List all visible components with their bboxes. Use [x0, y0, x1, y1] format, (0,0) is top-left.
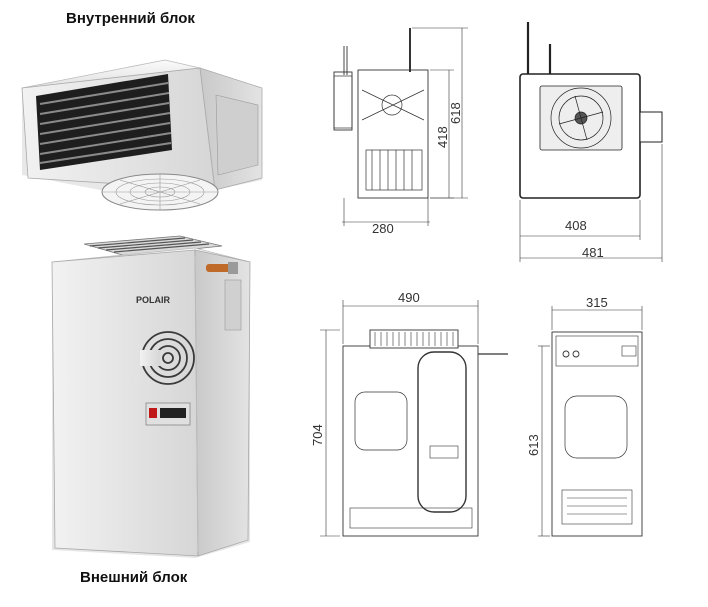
dim-indoor-side-depth: 280: [372, 221, 394, 236]
dim-outdoor-side-height: 613: [526, 434, 541, 456]
dim-indoor-front-width: 408: [565, 218, 587, 233]
brand-logo: POLAIR: [136, 295, 171, 305]
fan-grille-icon: [101, 173, 219, 211]
indoor-unit-photo: [21, 59, 263, 211]
dim-indoor-total-height: 618: [448, 102, 463, 124]
indoor-side-drawing: [333, 27, 468, 226]
outdoor-unit-label: Внешний блок: [80, 569, 188, 586]
outdoor-front-drawing: [320, 300, 508, 537]
outdoor-side-drawing: [538, 306, 643, 537]
indoor-front-drawing: [519, 22, 663, 262]
dim-indoor-side-height: 418: [435, 126, 450, 148]
dim-outdoor-side-depth: 315: [586, 295, 608, 310]
dim-outdoor-front-height: 704: [310, 424, 325, 446]
vent-spiral-icon: [140, 331, 195, 385]
indoor-unit-label: Внутренний блок: [66, 10, 195, 27]
pipe-connection-icon: [206, 262, 238, 274]
outdoor-unit-photo: POLAIR: [51, 235, 251, 558]
dim-outdoor-front-width: 490: [398, 290, 420, 305]
control-panel-icon: [145, 402, 191, 426]
air-louvers: [36, 74, 172, 170]
dim-indoor-total-width: 481: [582, 245, 604, 260]
fan-icon: [550, 87, 612, 149]
condenser-grille-icon: [83, 235, 223, 257]
